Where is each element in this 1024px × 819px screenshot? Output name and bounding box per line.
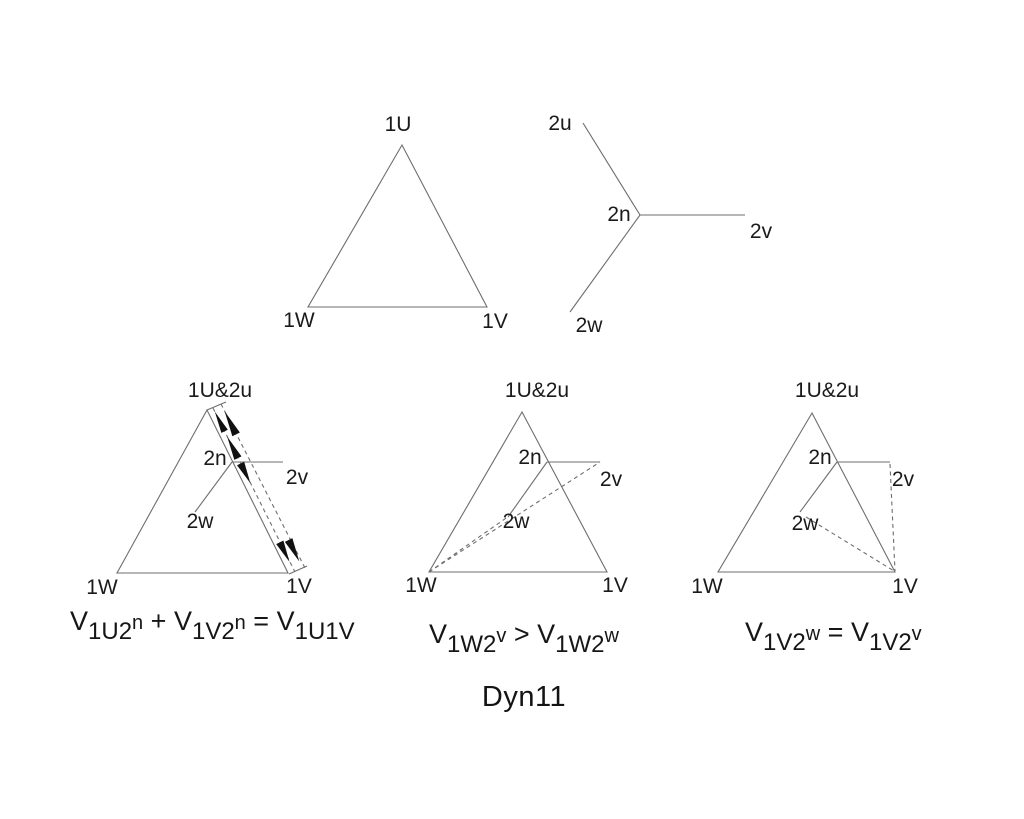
left-label-1W: 1W [86,576,118,599]
top-delta-label-1U: 1U [385,113,412,136]
right-label-1U2u: 1U&2u [795,379,859,402]
star-label-2v: 2v [750,220,773,243]
formula-left-sum-part-sub: 1U2 [88,618,133,645]
formula-left-sum-part-base: V [276,606,295,636]
formula-middle-inequality-part-tail: w [604,625,619,647]
middle-delta-triangle [428,410,608,573]
right-vector-1V2v [889,463,896,572]
formula-left-sum-part-tail: n [132,612,144,634]
star-label-2w: 2w [576,314,604,337]
formula-right-equality: V1V2w = V1V2v [745,617,922,655]
left-label-1U2u: 1U&2u [188,379,252,402]
left-label-1V: 1V [286,575,312,598]
arrow-down-outer-bottom [284,538,300,562]
left-label-2v: 2v [286,466,309,489]
secondary-star-branch-2w [569,214,641,313]
middle-label-1W: 1W [405,574,437,597]
left-star-branch-2w [194,461,233,513]
arrow-down-inner-mid [237,461,251,484]
formula-middle-inequality-part-tail: v [496,625,507,647]
left-delta-triangle [116,408,289,574]
formula-middle-inequality-part-base: V [429,619,448,649]
star-label-2n: 2n [607,203,630,226]
formula-right-equality-part-sub: 1V2 [763,629,806,656]
formula-left-sum-part-base: V [173,606,192,636]
arrow-up-inner-top [214,411,228,433]
arrow-up-inner-mid [227,436,242,460]
middle-label-1U2u: 1U&2u [505,379,569,402]
top-delta-label-1W: 1W [283,309,315,332]
right-label-2w: 2w [792,512,820,535]
middle-vector-1W2w [428,515,510,573]
right-delta-triangle [717,411,896,573]
formula-left-sum-part-base: = [245,606,277,636]
middle-star-branch-2w [507,461,548,518]
right-vector-1V2w [805,516,895,572]
middle-label-1V: 1V [602,574,628,597]
middle-label-2v: 2v [600,468,623,491]
formula-middle-inequality-part-base: > [506,619,538,649]
left-label-2n: 2n [203,447,226,470]
right-label-2n: 2n [808,446,831,469]
right-star-branch-2w [799,461,838,513]
formula-right-equality-part-base: V [850,617,869,647]
primary-delta-triangle [307,143,488,308]
arrow-up-outer-top [224,411,240,437]
arrow-down-inner-bottom [276,540,290,562]
left-connector-top [206,401,227,411]
right-label-1V: 1V [892,575,918,598]
formula-left-sum-part-tail: n [234,612,246,634]
top-delta-label-1V: 1V [482,310,508,333]
left-connector-bottom [288,565,308,575]
formula-right-equality-part-base: V [745,617,764,647]
formula-right-equality-part-sub: 1V2 [868,629,912,656]
formula-right-equality-part-base: = [820,617,851,647]
formula-middle-inequality: V1W2v > V1W2w [429,619,619,657]
diagram-title: Dyn11 [481,681,567,713]
formula-middle-inequality-part-base: V [537,619,556,649]
formula-right-equality-part-tail: v [911,623,922,645]
right-label-2v: 2v [892,468,915,491]
secondary-star-branch-2u [582,122,641,216]
formula-right-equality-part-tail: w [805,623,821,645]
formula-left-sum-part-base: V [70,606,89,636]
formula-left-sum: V1U2n + V1V2n = V1U1V [70,606,355,644]
left-label-2w: 2w [187,510,215,533]
formula-middle-inequality-part-sub: 1W2 [447,631,497,658]
formula-left-sum-part-sub: 1V2 [191,618,235,645]
right-label-1W: 1W [691,575,723,598]
middle-label-2w: 2w [503,510,531,533]
formula-middle-inequality-part-sub: 1W2 [555,631,605,658]
formula-left-sum-part-base: + [143,606,174,636]
formula-left-sum-part-sub: 1U1V [294,618,355,645]
star-label-2u: 2u [548,112,571,135]
middle-label-2n: 2n [518,446,541,469]
middle-vector-1W2v [428,461,601,573]
